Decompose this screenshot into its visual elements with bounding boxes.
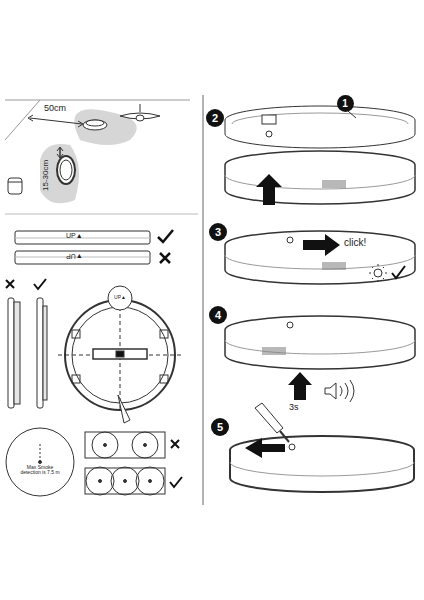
room-sketch <box>5 100 190 203</box>
callout-text: 5 <box>217 421 223 433</box>
mounting-bracket <box>58 286 182 423</box>
bracket-orientation <box>15 230 173 264</box>
side-views <box>6 279 47 408</box>
annotation-label: 3s <box>289 403 299 413</box>
callout-text: 4 <box>215 309 221 321</box>
callout-number: 2 <box>206 109 224 127</box>
callout-number: 5 <box>211 418 229 436</box>
callout-text: 1 <box>342 98 348 109</box>
divider <box>203 95 204 505</box>
callout-number: 4 <box>209 306 227 324</box>
annotation-label: UP▲ <box>66 232 83 240</box>
callout-text: 2 <box>212 112 218 124</box>
annotation-label: ▼UP <box>66 252 83 260</box>
annotation-label: UP▲ <box>114 295 126 301</box>
step-lock <box>230 403 414 492</box>
callout-number: 3 <box>209 223 227 241</box>
step-attach <box>225 106 415 205</box>
step-twist <box>225 231 415 284</box>
annotation-label: 15-30cm <box>43 159 52 190</box>
separator <box>5 214 198 215</box>
coverage-diagram <box>6 428 182 496</box>
annotation-label: Max Smoke detection is 7.5 m <box>18 465 62 476</box>
annotation-label: click! <box>344 237 366 248</box>
callout-text: 3 <box>215 226 221 238</box>
step-test <box>225 316 415 402</box>
annotation-label: 50cm <box>44 104 66 114</box>
callout-number: 1 <box>337 95 354 112</box>
